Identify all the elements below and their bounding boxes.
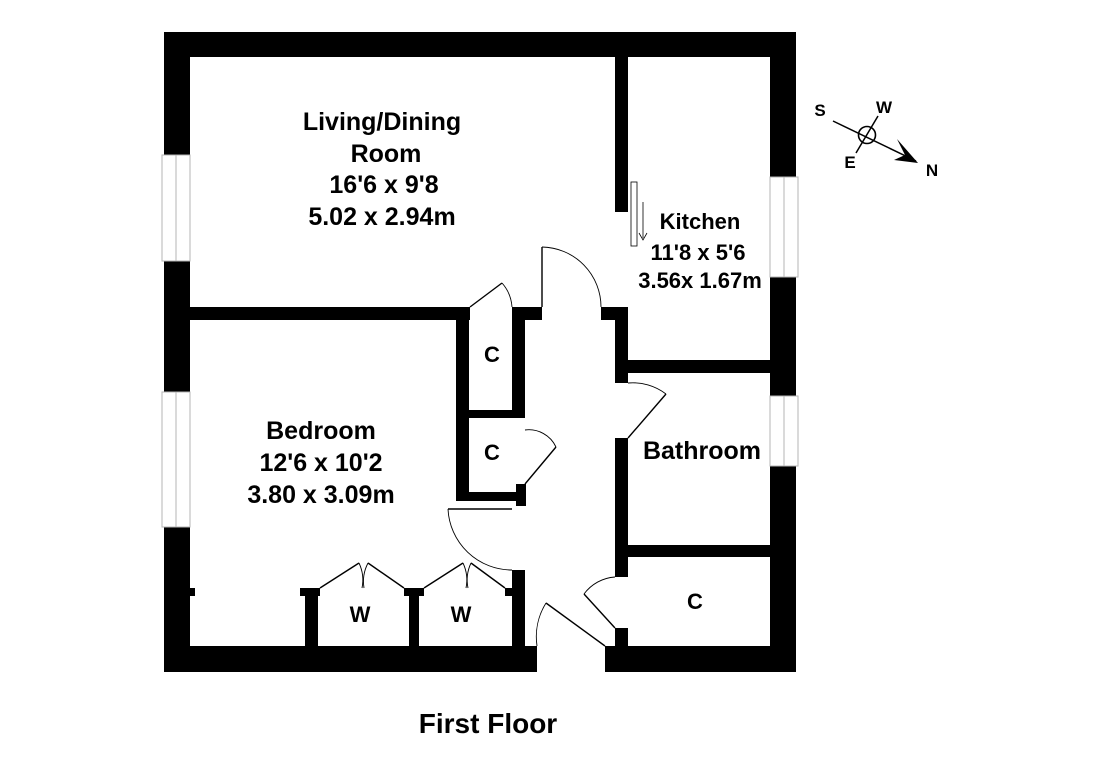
- compass-south-label: S: [814, 101, 825, 120]
- compass-west-label: W: [876, 98, 893, 117]
- door-bathroom: [627, 393, 667, 439]
- compass-ns-axis: [832, 120, 917, 162]
- door-wardrobe-b-right: [470, 562, 506, 589]
- wall-bathroom-left: [615, 438, 628, 545]
- doors: [319, 181, 667, 647]
- wall-kitchen-lower: [615, 307, 628, 360]
- living-room-name: Living/Dining: [303, 108, 461, 136]
- wall-kitchen-upper: [615, 57, 628, 212]
- living-room-label: Living/Dining Room 16'6 x 9'8 5.02 x 2.9…: [303, 108, 461, 231]
- wall-left: [164, 32, 190, 672]
- living-room-name-line2: Room: [351, 140, 422, 168]
- wall-bathroom-cupboard: [615, 545, 770, 557]
- wall-wardrobe-divider: [409, 588, 419, 646]
- bedroom-size-imperial: 12'6 x 10'2: [259, 449, 382, 477]
- door-cupboard-lower: [524, 446, 557, 485]
- kitchen-size-metric: 3.56x 1.67m: [638, 268, 762, 293]
- bathroom-name: Bathroom: [643, 437, 761, 465]
- door-wardrobe-a-right: [367, 562, 405, 589]
- wall-top: [164, 32, 796, 57]
- wall-living-bedroom: [190, 307, 470, 320]
- interior-walls: [183, 57, 770, 646]
- windows: [161, 154, 799, 528]
- door-kitchen-sliding: [630, 181, 638, 247]
- wall-wardrobe-b-right: [512, 570, 525, 646]
- wardrobe-right-label: W: [451, 602, 472, 627]
- wall-cupboards-divider: [456, 410, 525, 418]
- bedroom-name: Bedroom: [266, 417, 376, 445]
- wall-hall-stub: [512, 307, 542, 320]
- compass-north-arrow: [894, 139, 918, 163]
- bedroom-size-metric: 3.80 x 3.09m: [247, 481, 394, 509]
- kitchen-size-imperial: 11'8 x 5'6: [651, 240, 746, 265]
- door-entrance: [545, 602, 606, 647]
- wall-cupboards-bottom: [456, 492, 518, 501]
- compass-east-label: E: [844, 153, 855, 172]
- wall-cupboard-jamb-bottom: [615, 628, 628, 646]
- door-cupboard-upper: [469, 282, 503, 308]
- door-wardrobe-b-left: [423, 562, 464, 589]
- kitchen-name: Kitchen: [660, 209, 741, 234]
- door-cupboard-right: [583, 593, 616, 629]
- living-room-size-imperial: 16'6 x 9'8: [329, 171, 438, 199]
- wall-cupboard-jamb-top: [615, 557, 628, 577]
- wall-cupboard-lower-jamb: [516, 484, 526, 506]
- kitchen-label: Kitchen 11'8 x 5'6 3.56x 1.67m: [638, 209, 762, 293]
- cupboard-lower-label: C: [484, 440, 500, 465]
- compass-north-label: N: [926, 161, 938, 180]
- cupboard-right-label: C: [687, 589, 703, 614]
- wall-cupboard-upper-right: [512, 320, 525, 410]
- floor-title: First Floor: [419, 708, 558, 739]
- wall-bottom-right: [605, 646, 796, 672]
- wall-wardrobe-a-left: [305, 588, 318, 646]
- compass-icon: S W E N: [814, 98, 938, 180]
- wall-kitchen-bathroom: [615, 360, 770, 373]
- wall-bottom-left: [164, 646, 537, 672]
- compass-ew-axis: [855, 115, 879, 154]
- outer-walls: [164, 32, 796, 672]
- wall-right: [770, 32, 796, 672]
- wall-wardrobe-stub-left: [183, 588, 195, 596]
- wardrobe-left-label: W: [350, 602, 371, 627]
- door-wardrobe-a-left: [319, 562, 360, 589]
- living-room-size-metric: 5.02 x 2.94m: [308, 203, 455, 231]
- bedroom-label: Bedroom 12'6 x 10'2 3.80 x 3.09m: [247, 417, 394, 509]
- wall-bath-jamb-top: [615, 373, 628, 383]
- compass-center: [857, 125, 877, 145]
- cupboard-upper-label: C: [484, 342, 500, 367]
